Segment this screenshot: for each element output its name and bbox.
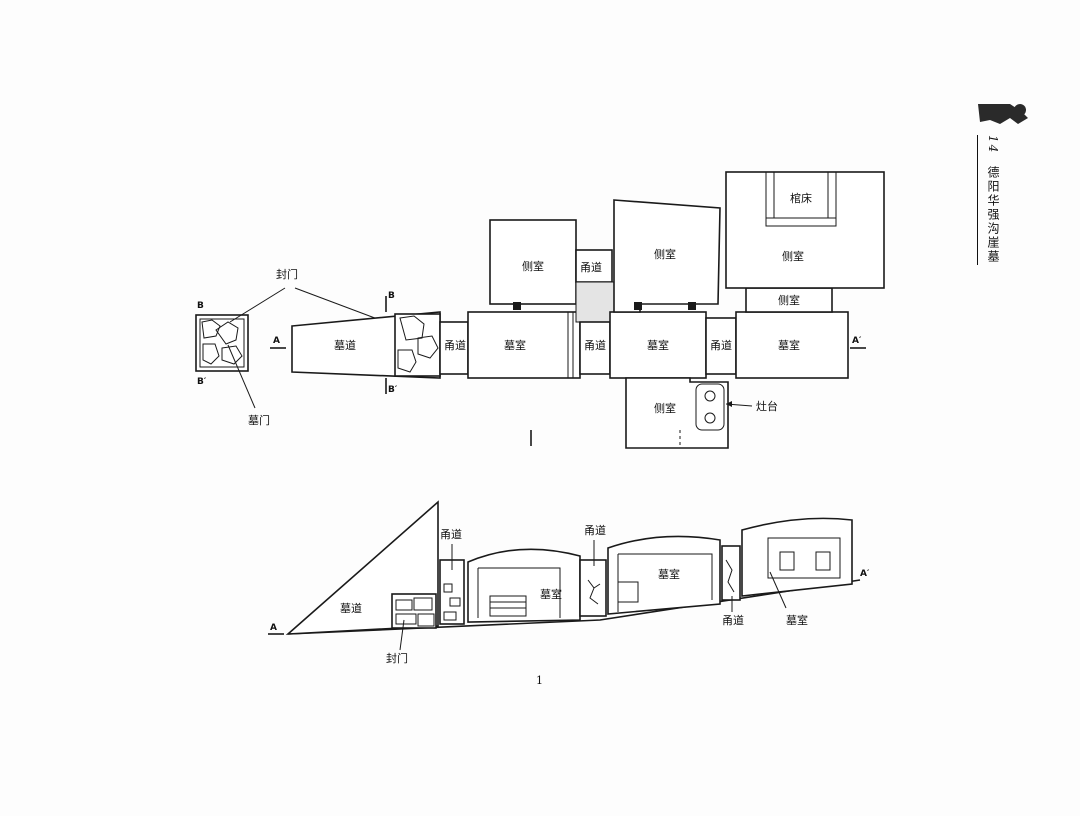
- plan-side-room-5: [725, 171, 885, 289]
- plan-stove: [695, 383, 725, 431]
- label-plan-stove: 灶台: [756, 399, 778, 413]
- plan-coffin-bed: [765, 171, 837, 227]
- label-section-b2-bottom: B′: [388, 385, 398, 395]
- section-chamber-3: [741, 517, 853, 597]
- figure-number: 1: [536, 674, 543, 687]
- label-section-corridor-1: 甬道: [440, 527, 462, 541]
- plan-view: B B′ 墓门 封门 A 墓道 B B′ 甬道 墓室: [195, 171, 885, 449]
- label-section-a-prime: A′: [852, 336, 862, 346]
- label-plan-side-room-4: 侧室: [778, 293, 800, 307]
- label-plan-passage: 墓道: [334, 338, 356, 352]
- label-plan-chamber-3: 墓室: [778, 338, 800, 352]
- section-corridor-2: [579, 559, 607, 617]
- label-plan-side-room-1: 侧室: [522, 259, 544, 273]
- label-tomb-door: 墓门: [248, 413, 270, 427]
- chapter-header: 14 德阳华强沟崖墓: [977, 135, 1002, 265]
- chapter-number: 14: [986, 135, 1000, 155]
- label-section-chamber-2: 墓室: [658, 567, 680, 581]
- plan-corridor-1: [439, 321, 469, 375]
- label-section-b-bottom: B′: [197, 377, 207, 387]
- label-plan-chamber-1: 墓室: [504, 338, 526, 352]
- plan-corridor-3: [705, 317, 737, 375]
- label-plan-chamber-2: 墓室: [647, 338, 669, 352]
- label-section-view-a: A: [270, 623, 277, 633]
- label-plan-coffin-bed: 棺床: [790, 191, 812, 205]
- label-section-chamber-1: 墓室: [540, 587, 562, 601]
- section-view: 墓道 封门 甬道 墓室 甬道 墓室 甬道: [268, 500, 870, 665]
- plan-sealed-door: B B′: [385, 291, 441, 395]
- label-section-sealed-door: 封门: [386, 651, 408, 665]
- figurine-icon: [978, 104, 1028, 124]
- label-plan-corridor-1: 甬道: [444, 338, 466, 352]
- section-chamber-2: [607, 535, 721, 615]
- plan-side-room-1: [489, 219, 577, 305]
- leader-sealed-door-1: [229, 287, 286, 323]
- label-plan-corridor-2: 甬道: [584, 338, 606, 352]
- label-section-b2-top: B: [388, 291, 395, 301]
- label-plan-side-room-3: 侧室: [654, 401, 676, 415]
- chapter-title: 德阳华强沟崖墓: [986, 166, 1000, 265]
- label-plan-side-room-2: 侧室: [654, 247, 676, 261]
- label-plan-side-room-5: 侧室: [782, 249, 804, 263]
- tomb-door-detail: B B′: [195, 301, 249, 387]
- plan-chamber-1: [467, 311, 581, 379]
- section-sealed-door: [391, 593, 437, 629]
- label-plan-upper-corridor: 甬道: [580, 260, 602, 274]
- label-section-b-top: B: [197, 301, 204, 311]
- plan-upper-corridor: [575, 249, 613, 283]
- label-section-corridor-3: 甬道: [722, 613, 744, 627]
- label-section-chamber-3: 墓室: [786, 613, 808, 627]
- label-sealed-door: 封门: [276, 267, 298, 281]
- plan-side-room-3: [625, 377, 729, 449]
- label-section-corridor-2: 甬道: [584, 523, 606, 537]
- label-section-view-a-prime: A′: [860, 569, 870, 579]
- plan-chamber-2: [609, 311, 707, 379]
- label-plan-corridor-3: 甬道: [710, 338, 732, 352]
- section-chamber-1: [467, 548, 581, 623]
- label-section-a: A: [273, 336, 280, 346]
- label-section-passage: 墓道: [340, 601, 362, 615]
- arrow-tomb-door: [227, 344, 256, 409]
